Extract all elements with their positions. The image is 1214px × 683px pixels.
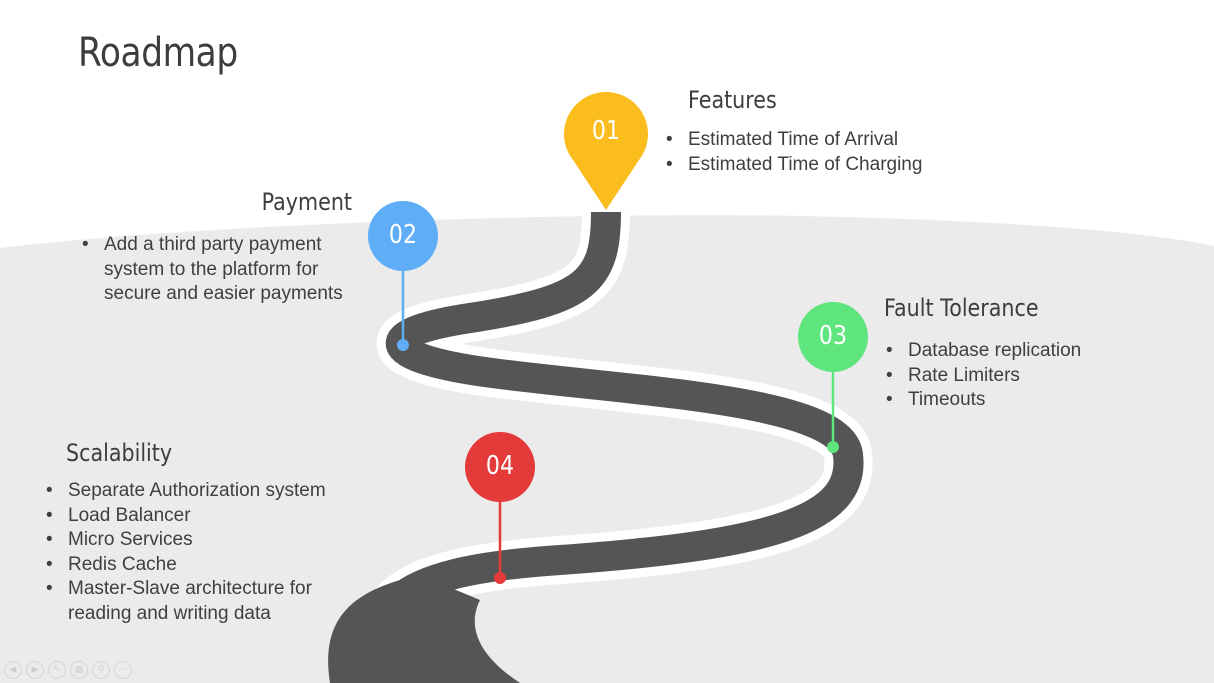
step-03-list: Database replication Rate Limiters Timeo… — [886, 339, 1146, 413]
step-02-heading: Payment — [261, 188, 352, 216]
pin-02 — [368, 201, 438, 351]
list-item: Rate Limiters — [886, 364, 1146, 389]
list-item: Estimated Time of Arrival — [666, 128, 986, 153]
pin-04-dot — [494, 572, 506, 584]
page-title: Roadmap — [78, 30, 238, 76]
list-item: Load Balancer — [46, 504, 346, 529]
step-03-heading: Fault Tolerance — [884, 294, 1039, 322]
list-item: Database replication — [886, 339, 1146, 364]
list-item: Add a third party payment system to the … — [82, 233, 360, 307]
slideshow-controls: ◀ ▶ ✎ ▦ ⚲ ⋯ — [4, 661, 132, 679]
step-04-list: Separate Authorization system Load Balan… — [46, 479, 346, 626]
pin-01-inner — [579, 105, 633, 159]
next-icon[interactable]: ▶ — [26, 661, 44, 679]
list-item: Micro Services — [46, 528, 346, 553]
pin-03 — [798, 302, 868, 453]
list-item: Estimated Time of Charging — [666, 153, 986, 178]
step-02-number: 02 — [388, 220, 418, 250]
pin-03-dot — [827, 441, 839, 453]
zoom-icon[interactable]: ⚲ — [92, 661, 110, 679]
slides-icon[interactable]: ▦ — [70, 661, 88, 679]
step-02-list: Add a third party payment system to the … — [82, 233, 360, 307]
pin-03-circle — [798, 302, 868, 372]
previous-icon[interactable]: ◀ — [4, 661, 22, 679]
list-item: Timeouts — [886, 388, 1146, 413]
step-01-heading: Features — [688, 86, 777, 114]
step-03-number: 03 — [818, 321, 848, 351]
step-04-number: 04 — [485, 451, 515, 481]
road — [365, 211, 864, 683]
step-01-list: Estimated Time of Arrival Estimated Time… — [666, 128, 986, 177]
pin-02-dot — [397, 339, 409, 351]
step-01-number: 01 — [591, 116, 621, 146]
road-bottom-widen — [328, 575, 520, 683]
more-icon[interactable]: ⋯ — [114, 661, 132, 679]
pin-04 — [465, 432, 535, 584]
pen-icon[interactable]: ✎ — [48, 661, 66, 679]
step-04-heading: Scalability — [66, 439, 173, 467]
list-item: Redis Cache — [46, 553, 346, 578]
list-item: Master-Slave architecture for reading an… — [46, 577, 346, 626]
pin-04-circle — [465, 432, 535, 502]
pin-02-circle — [368, 201, 438, 271]
list-item: Separate Authorization system — [46, 479, 346, 504]
pin-01 — [564, 92, 648, 210]
